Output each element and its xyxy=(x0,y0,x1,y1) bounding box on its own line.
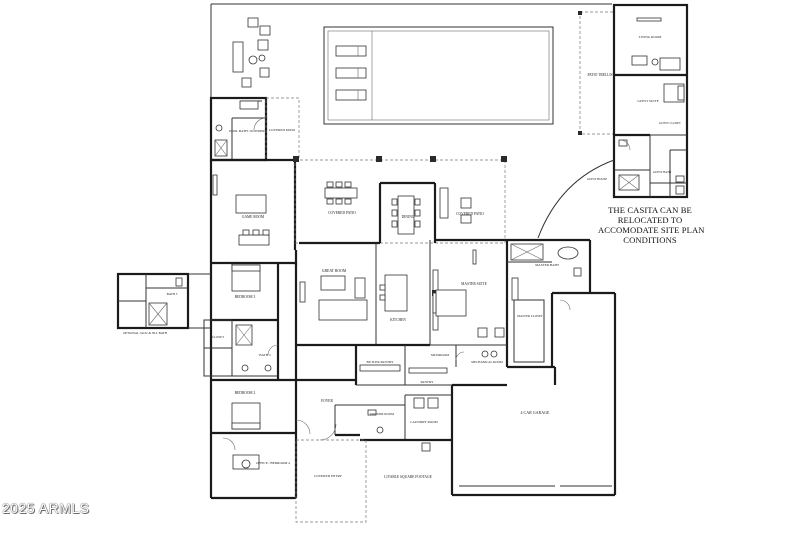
bath-2-label: BATH 2 xyxy=(259,353,271,357)
game-room-label: GAME ROOM xyxy=(242,215,265,219)
guest-closet-label: GUEST CLOSET xyxy=(659,121,681,125)
bedroom-3-label: BEDROOM 3 xyxy=(235,295,256,299)
casita-relocation-arc xyxy=(537,159,615,239)
foyer-label: FOYER xyxy=(321,399,333,403)
door-swings xyxy=(222,117,631,451)
bath-3-label: BATH 3 xyxy=(167,292,178,296)
pantry-label: PANTRY xyxy=(420,380,434,384)
outdoor-seating xyxy=(232,17,271,88)
pool-bath-label: POOL BATH / POWDER xyxy=(229,129,265,133)
covered-patio-side-label: COVERED PATIO xyxy=(269,128,296,132)
pool-loungers xyxy=(335,45,367,101)
master-bath-label: MASTER BATH xyxy=(535,263,559,267)
guest-bath-label: GUEST BATH xyxy=(653,170,672,174)
pool-deck xyxy=(210,3,612,125)
guest-house-label: GUEST HOUSE xyxy=(587,177,608,181)
master-suite-label: MASTER SUITE xyxy=(461,282,487,286)
covered-patio-label: COVERED PATIO xyxy=(328,211,356,215)
powder-room-label: POWDER ROOM xyxy=(370,412,394,416)
guest-suite-label: GUEST SUITE xyxy=(637,99,658,103)
note-line-3: ACCOMODATE SITE PLAN xyxy=(598,225,705,235)
living-room-label: LIVING ROOM xyxy=(639,35,662,39)
great-room-label: GREAT ROOM xyxy=(322,269,347,273)
note-line-4: CONDITIONS xyxy=(623,235,677,245)
optional-jack-jill-bath xyxy=(116,272,211,330)
armls-watermark: 2025 ARMLS xyxy=(2,500,90,516)
room-labels: POOL BATH / POWDER COVERED PATIO GAME RO… xyxy=(123,128,559,479)
optional-jack-jill-label: OPTIONAL JACK & JILL BATH xyxy=(123,331,168,335)
livable-sqft-label: LIVABLE SQUARE FOOTAGE xyxy=(384,475,432,479)
note-line-2: RELOCATED TO xyxy=(617,215,683,225)
mechanical-room-label: MECHANICAL ROOM xyxy=(471,360,503,364)
swimming-pool xyxy=(323,26,554,125)
kitchen-label: KITCHEN xyxy=(390,318,406,322)
closet-label: CLOSET xyxy=(212,335,224,339)
casita: LIVING ROOM GUEST SUITE GUEST CLOSET GUE… xyxy=(587,3,689,199)
laundry-room-label: LAUNDRY ROOM xyxy=(410,420,437,424)
covered-entry-label: COVERED ENTRY xyxy=(314,474,343,478)
note-line-1: THE CASITA CAN BE xyxy=(608,205,692,215)
office-label: OFFICE / BEDROOM 4 xyxy=(256,461,290,465)
dining-label: DINING xyxy=(402,215,415,219)
garage-label: 4 CAR GARAGE xyxy=(521,410,550,415)
main-house-walls xyxy=(203,96,617,523)
patio-trellis-label: PATIO TRELLIS xyxy=(587,73,612,77)
covered-patio-right-label: COVERED PATIO xyxy=(456,212,484,216)
furniture xyxy=(212,100,505,470)
bedroom-2-label: BEDROOM 2 xyxy=(235,391,256,395)
butler-pantry-label: BUTLER PANTRY xyxy=(366,360,394,364)
mudroom-label: MUDROOM xyxy=(431,353,449,357)
master-closet-label: MASTER CLOSET xyxy=(517,314,543,318)
casita-relocation-note: THE CASITA CAN BE RELOCATED TO ACCOMODAT… xyxy=(598,205,705,245)
